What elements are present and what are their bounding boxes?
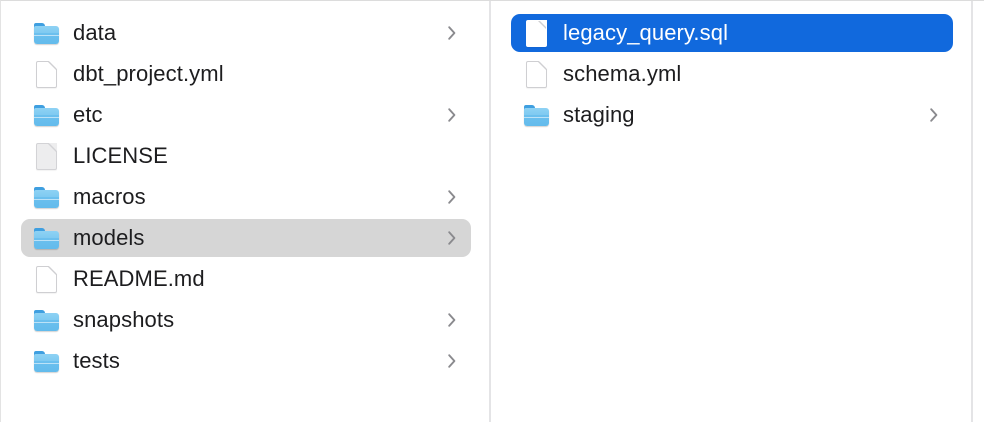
item-label: macros [73, 184, 146, 209]
file-row[interactable]: schema.yml [511, 55, 953, 93]
file-row[interactable]: LICENSE [21, 137, 471, 175]
folder-row[interactable]: staging [511, 96, 953, 134]
folder-icon [33, 305, 59, 335]
document-icon [33, 59, 59, 89]
secondary-column: legacy_query.sql schema.yml staging [491, 1, 973, 422]
item-label: README.md [73, 266, 205, 291]
chevron-right-icon[interactable] [447, 107, 457, 123]
chevron-right-icon[interactable] [447, 189, 457, 205]
folder-icon [33, 346, 59, 376]
item-label: legacy_query.sql [563, 20, 729, 45]
chevron-right-icon[interactable] [929, 107, 939, 123]
item-label: dbt_project.yml [73, 61, 224, 86]
document-icon [33, 141, 59, 171]
document-icon [523, 59, 549, 89]
folder-row[interactable]: models [21, 219, 471, 257]
document-icon [523, 18, 549, 48]
chevron-right-icon[interactable] [447, 25, 457, 41]
item-label: data [73, 20, 117, 45]
item-label: snapshots [73, 307, 175, 332]
chevron-right-icon[interactable] [447, 230, 457, 246]
file-row[interactable]: legacy_query.sql [511, 14, 953, 52]
folder-icon [33, 18, 59, 48]
chevron-right-icon[interactable] [447, 312, 457, 328]
file-row[interactable]: README.md [21, 260, 471, 298]
folder-icon [33, 100, 59, 130]
file-row[interactable]: dbt_project.yml [21, 55, 471, 93]
chevron-right-icon[interactable] [447, 353, 457, 369]
folder-icon [33, 182, 59, 212]
folder-row[interactable]: data [21, 14, 471, 52]
folder-row[interactable]: tests [21, 342, 471, 380]
item-label: models [73, 225, 145, 250]
item-label: LICENSE [73, 143, 168, 168]
folder-row[interactable]: snapshots [21, 301, 471, 339]
folder-row[interactable]: etc [21, 96, 471, 134]
document-icon [33, 264, 59, 294]
folder-icon [523, 100, 549, 130]
item-label: staging [563, 102, 635, 127]
folder-row[interactable]: macros [21, 178, 471, 216]
item-label: etc [73, 102, 103, 127]
item-label: schema.yml [563, 61, 682, 86]
folder-icon [33, 223, 59, 253]
item-label: tests [73, 348, 120, 373]
